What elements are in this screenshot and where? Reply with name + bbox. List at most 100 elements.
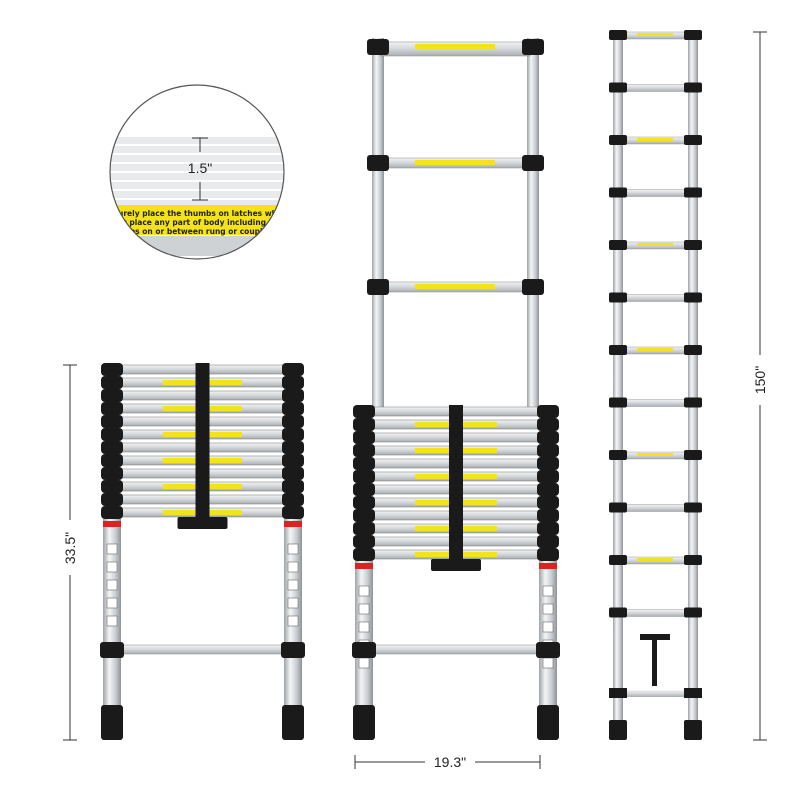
rail-clamp — [522, 155, 544, 171]
safety-icon — [542, 603, 554, 615]
rail-clamp — [609, 450, 627, 460]
rail-clamp — [609, 82, 627, 93]
safety-icon — [287, 561, 299, 573]
rail-clamp — [609, 397, 627, 408]
rail-clamp — [522, 279, 544, 295]
rail-clamp — [367, 279, 389, 295]
rung-warning-label — [415, 160, 495, 165]
rail-clamp — [684, 240, 702, 250]
rung-detail-callout: urely place the thumbs on latches wh ot … — [109, 84, 285, 260]
rail-clamp — [101, 428, 123, 441]
rail-clamp — [537, 405, 559, 418]
rail-clamp — [101, 454, 123, 467]
rail-sticker — [284, 521, 302, 527]
rung — [619, 189, 691, 197]
warning-line-2: ot place any part of body including h — [118, 218, 274, 227]
safety-icon — [106, 561, 118, 573]
rail-clamp — [537, 522, 559, 535]
rubber-foot — [282, 705, 304, 740]
rung-warning-label — [415, 284, 495, 289]
rail-tube — [613, 30, 623, 740]
rail-clamp — [684, 30, 702, 40]
rung-warning-label — [637, 453, 673, 456]
rail-clamp — [282, 454, 304, 467]
rubber-foot — [609, 720, 627, 740]
rail-clamp — [537, 470, 559, 483]
rail-clamp — [367, 155, 389, 171]
rail-clamp — [537, 457, 559, 470]
rung-thickness-dimension-line — [192, 137, 208, 201]
rail-clamp — [609, 688, 627, 698]
rail-clamp — [353, 444, 375, 457]
bottom-rung — [372, 644, 540, 655]
rail-clamp — [282, 480, 304, 493]
rail-clamp — [282, 376, 304, 389]
partially-extended-ladder — [352, 38, 560, 740]
rung-warning-label — [637, 558, 673, 561]
rail-clamp — [609, 502, 627, 513]
fully-extended-ladder — [609, 30, 702, 740]
rail-clamp — [282, 415, 304, 428]
bottom-rung — [120, 644, 285, 655]
rail-clamp — [684, 688, 702, 698]
safety-icon — [542, 585, 554, 597]
rail-clamp — [537, 431, 559, 444]
rail-clamp — [684, 450, 702, 460]
rail-clamp — [353, 470, 375, 483]
extended-height-label: 150" — [752, 366, 768, 394]
carry-strap — [449, 405, 463, 561]
rail-clamp — [684, 82, 702, 93]
rail-clamp — [353, 483, 375, 496]
rung — [619, 294, 691, 302]
rail-clamp — [684, 292, 702, 303]
rail-clamp — [352, 642, 376, 658]
safety-icon — [358, 603, 370, 615]
strap-handle — [177, 517, 228, 529]
rail-tube — [372, 38, 384, 408]
rail-tube — [103, 519, 121, 740]
strap-handle — [431, 559, 481, 571]
rail-clamp — [684, 502, 702, 513]
rung-warning-label — [415, 44, 495, 49]
safety-icon — [106, 597, 118, 609]
rail-clamp — [609, 345, 627, 355]
rail-clamp — [101, 363, 123, 376]
rail-clamp — [282, 428, 304, 441]
rail-clamp — [101, 493, 123, 506]
rail-clamp — [101, 376, 123, 389]
rubber-foot — [684, 720, 702, 740]
rail-clamp — [684, 345, 702, 355]
rail-clamp — [282, 389, 304, 402]
rung-warning-label — [637, 243, 673, 246]
collapsed-height-label: 33.5" — [62, 532, 78, 564]
rail-sticker — [103, 521, 121, 527]
rail-tube — [688, 30, 698, 740]
rail-clamp — [101, 402, 123, 415]
rung-thickness-label: 1.5" — [188, 160, 212, 176]
safety-icon — [287, 615, 299, 627]
rail-clamp — [684, 187, 702, 198]
rail-tube — [284, 519, 302, 740]
rail-clamp — [353, 535, 375, 548]
rail-clamp — [537, 496, 559, 509]
rung-warning-label — [637, 33, 673, 36]
carry-strap — [652, 636, 657, 686]
rail-clamp — [537, 444, 559, 457]
rail-clamp — [609, 30, 627, 40]
ladder-width-label: 19.3" — [434, 754, 466, 770]
rail-clamp — [282, 363, 304, 376]
rung — [619, 504, 691, 512]
rung-warning-label — [637, 348, 673, 351]
rail-clamp — [684, 607, 702, 618]
rail-clamp — [353, 457, 375, 470]
rail-clamp — [353, 431, 375, 444]
safety-icon — [106, 579, 118, 591]
rung — [619, 84, 691, 92]
rail-clamp — [609, 135, 627, 145]
rail-clamp — [353, 509, 375, 522]
warning-label — [110, 205, 284, 235]
safety-icon — [287, 579, 299, 591]
rail-clamp — [101, 441, 123, 454]
rail-clamp — [101, 389, 123, 402]
